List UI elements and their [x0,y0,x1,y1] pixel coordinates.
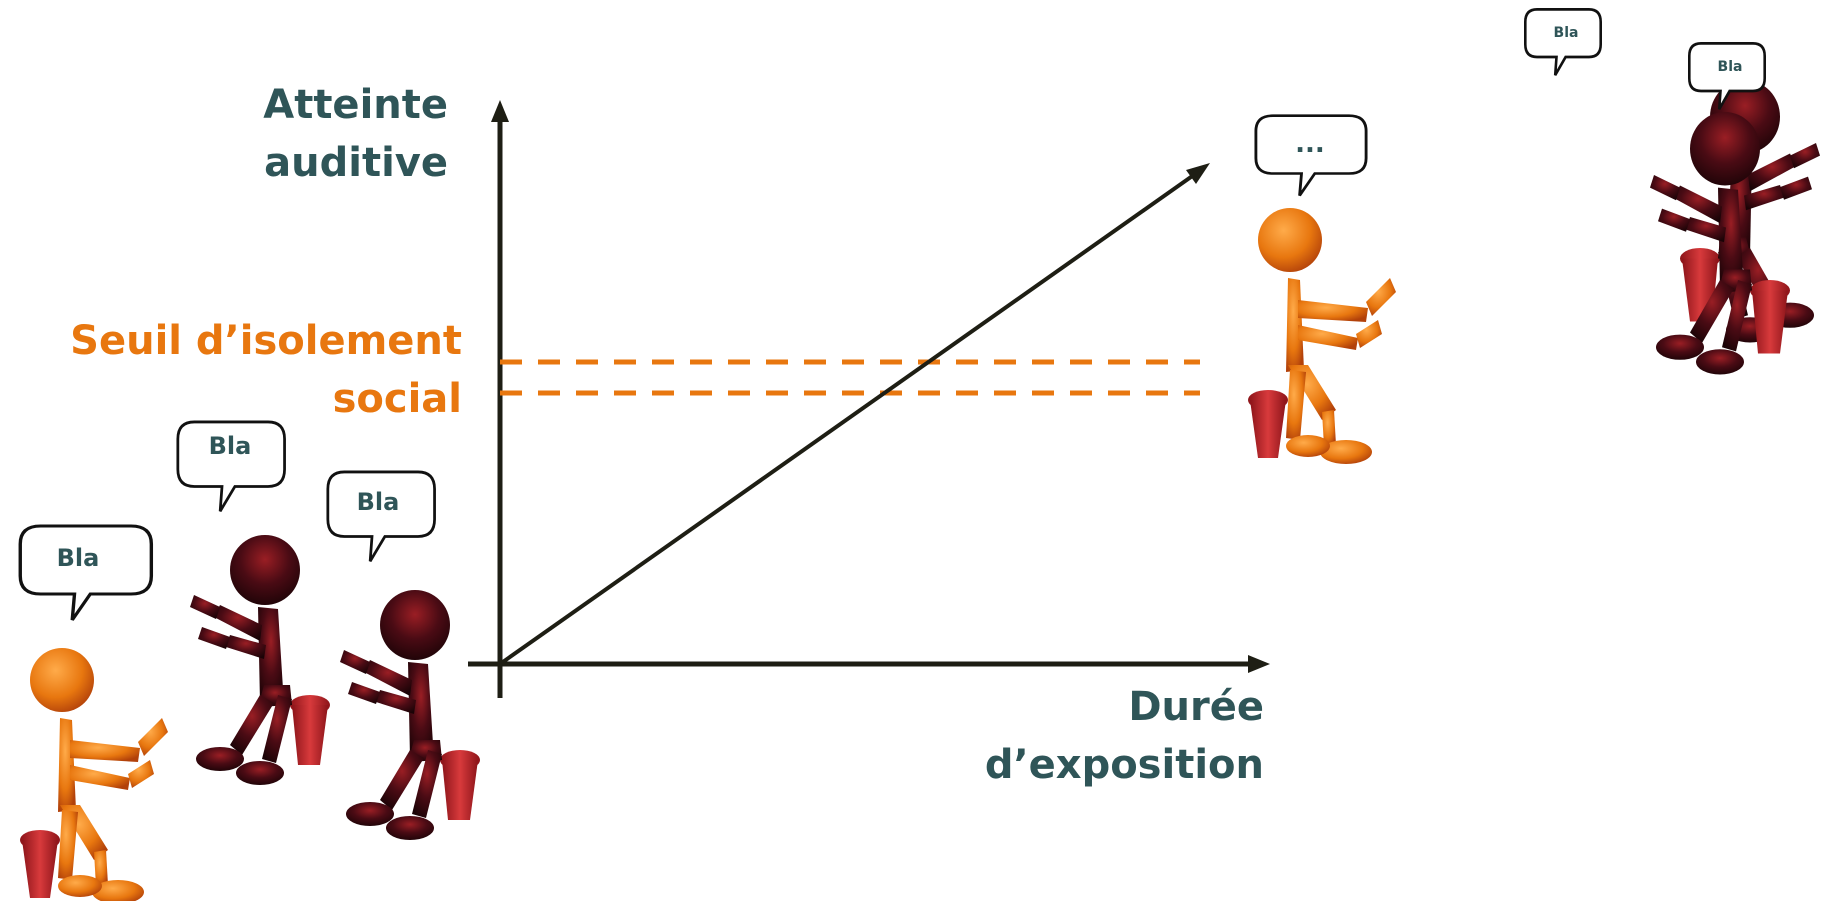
y-axis-label-line1: Atteinte [263,82,448,128]
dark-person-left-2 [340,590,480,840]
orange-person-isolated [1248,208,1396,464]
dark-person-right-2 [1650,112,1790,375]
right-group: Bla Bla [1523,7,1820,375]
trend-line [498,163,1210,666]
isolated-group: ... [1248,114,1396,464]
y-axis-label-line2: auditive [264,140,448,186]
bubble-text-left-3: Bla [357,488,400,516]
bubble-text-left-2: Bla [209,432,252,460]
speech-bubble-left-1 [18,524,154,622]
speech-bubble-right-1 [1523,7,1603,77]
x-axis-label-line2: d’exposition [985,742,1264,788]
bubble-text-right-1: Bla [1554,25,1579,41]
x-axis [468,655,1270,673]
left-group: Bla Bla Bla [18,420,480,901]
bubble-text-right-2: Bla [1718,59,1743,75]
y-axis-arrowhead [491,100,509,122]
dark-person-left-1 [190,535,330,785]
trend-arrowhead [1186,163,1210,184]
x-axis-arrowhead [1248,655,1270,673]
x-axis-label-line1: Durée [1128,684,1264,730]
threshold-label-line2: social [333,376,462,422]
speech-bubble-left-3 [326,470,436,563]
y-axis [491,100,509,698]
bubble-text-isolated: ... [1295,129,1325,159]
orange-person-left [20,648,168,901]
threshold-label-line1: Seuil d’isolement [70,318,462,364]
bubble-text-left-1: Bla [57,544,100,572]
threshold-lines [500,359,1200,396]
